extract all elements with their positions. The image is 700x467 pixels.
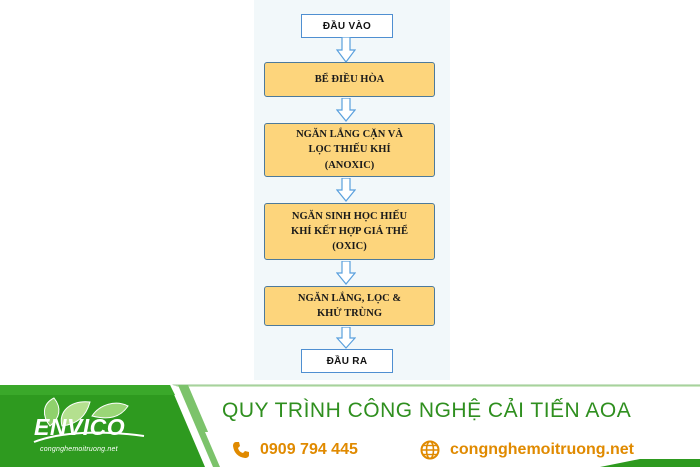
step-box-oxic: NGĂN SINH HỌC HIẾU KHÍ KẾT HỢP GIÁ THỂ (… (264, 203, 435, 260)
input-box: ĐẦU VÀO (301, 14, 393, 38)
output-box: ĐẦU RA (301, 349, 393, 373)
step-line: NGĂN LẮNG CẶN VÀ (296, 129, 403, 141)
step-line: (ANOXIC) (324, 159, 375, 171)
brand-url: congnghemoitruong.net (40, 446, 118, 453)
page-title: QUY TRÌNH CÔNG NGHỆ CẢI TIẾN AOA (222, 399, 632, 422)
phone-number: 0909 794 445 (260, 441, 358, 458)
step-line: LỌC THIẾU KHÍ (308, 144, 391, 156)
arrow-down-icon (336, 37, 356, 63)
step-line: BỂ ĐIỀU HÒA (314, 73, 385, 85)
phone-contact[interactable]: 0909 794 445 (232, 438, 358, 462)
globe-icon (420, 440, 440, 460)
step-line: NGĂN SINH HỌC HIẾU (291, 210, 408, 222)
arrow-down-icon (336, 178, 356, 202)
step-box-equalization: BỂ ĐIỀU HÒA (264, 62, 435, 97)
brand-name: ENVICO (34, 414, 126, 440)
step-box-anoxic: NGĂN LẮNG CẶN VÀ LỌC THIẾU KHÍ (ANOXIC) (264, 123, 435, 177)
arrow-down-icon (336, 98, 356, 122)
input-label: ĐẦU VÀO (322, 20, 372, 32)
phone-icon (232, 441, 250, 459)
leaf-logo-icon (33, 397, 145, 443)
step-box-settling-disinfection: NGĂN LẮNG, LỌC & KHỬ TRÙNG (264, 286, 435, 326)
arrow-down-icon (336, 261, 356, 285)
website-url: congnghemoitruong.net (450, 441, 634, 458)
step-line: KHỬ TRÙNG (316, 308, 383, 319)
arrow-down-icon (336, 327, 356, 349)
output-label: ĐẦU RA (326, 355, 368, 367)
step-line: NGĂN LẮNG, LỌC & (297, 292, 402, 304)
website-link[interactable]: congnghemoitruong.net (420, 438, 634, 462)
step-line: (OXIC) (332, 241, 367, 253)
step-line: KHÍ KẾT HỢP GIÁ THỂ (291, 225, 408, 237)
